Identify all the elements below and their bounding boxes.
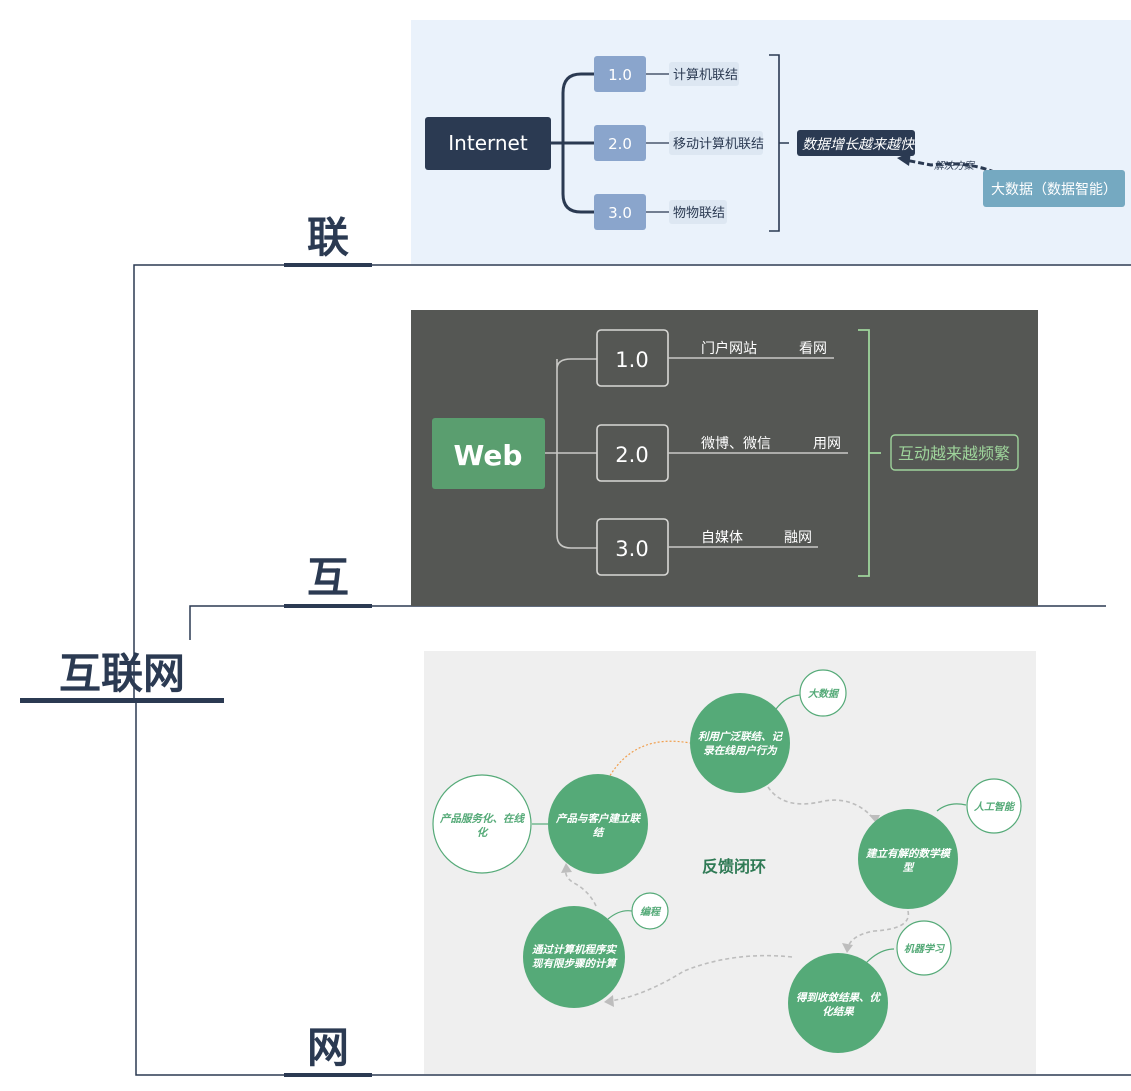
tag-ai [966, 778, 1022, 834]
loop-node-model-line2: 型 [903, 862, 915, 874]
internet-center-label: Internet [448, 131, 528, 155]
loop-node-record-line1: 利用广泛联结、记 [698, 730, 783, 743]
solution-text: 大数据（数据智能） [991, 182, 1117, 198]
web-connectors [545, 358, 597, 549]
internet-version-1: 1.0 [608, 66, 632, 84]
web-panel: Web 1.0 2.0 3.0 门户网站 看网 微博、微信 用网 自媒体 融网 … [411, 310, 1038, 606]
internet-version-2: 2.0 [608, 135, 632, 153]
tag-ml-label: 机器学习 [904, 943, 946, 955]
loop-node-compute-line2: 现有限步骤的计算 [532, 957, 618, 970]
internet-panel: Internet 1.0 2.0 3.0 计算机联结 移动计算机联结 物物联结 … [411, 20, 1131, 264]
web-center-node [432, 418, 545, 489]
web-bracket [858, 329, 881, 577]
tag-coding-label: 编程 [640, 906, 662, 918]
tag-bigdata [799, 669, 847, 717]
web-mode-1: 看网 [799, 341, 827, 357]
internet-desc-1: 计算机联结 [673, 68, 738, 83]
web-version-2: 2.0 [615, 443, 648, 467]
loop-panel: 利用广泛联结、记 录在线用户行为 建立有解的数学模 型 得到收敛结果、优 化结果… [424, 651, 1036, 1074]
solution-arrow [904, 158, 1004, 178]
internet-version-box-1 [594, 56, 646, 92]
branch-line-lian [133, 264, 1131, 700]
loop-node-record [690, 693, 790, 793]
loop-node-model [858, 809, 958, 909]
flow-compute-to-connect [564, 868, 597, 907]
internet-version-box-2 [594, 125, 646, 161]
loop-node-service-line1: 产品服务化、在线 [439, 812, 525, 825]
loop-node-connect [548, 774, 648, 874]
web-center-label: Web [454, 439, 523, 472]
branch-line-hu [189, 605, 1106, 640]
web-desc-2: 微博、微信 [701, 435, 771, 452]
internet-desc-2: 移动计算机联结 [673, 137, 764, 152]
branch-title-hu: 互 [307, 553, 349, 602]
loop-node-result [788, 953, 888, 1053]
loop-node-service-line2: 化 [477, 826, 489, 839]
internet-desc-3: 物物联结 [673, 206, 725, 221]
web-summary-box [890, 434, 1019, 471]
flow-result-to-compute [609, 954, 793, 1002]
solution-box [983, 170, 1125, 207]
solution-label: 解决方案 [934, 160, 976, 172]
tag-ml [896, 920, 952, 976]
branch-title-lian: 联 [307, 213, 349, 262]
loop-node-record-line2: 录在线用户行为 [703, 744, 778, 757]
loop-node-result-line1: 得到收敛结果、优 [796, 991, 881, 1004]
web-mode-2: 用网 [813, 436, 841, 452]
internet-connectors [551, 72, 594, 214]
loop-node-connect-line1: 产品与客户建立联 [555, 812, 641, 825]
wang-underline [284, 1073, 372, 1077]
loop-node-service [432, 774, 532, 874]
root-title: 互联网 [59, 649, 185, 698]
internet-version-3: 3.0 [608, 204, 632, 222]
loop-node-compute [523, 906, 625, 1008]
web-summary: 互动越来越频繁 [898, 444, 1010, 463]
branch-line-wang [135, 703, 1131, 1076]
web-mode-3: 融网 [784, 530, 812, 546]
internet-summary: 数据增长越来越快 [802, 137, 915, 153]
tag-ai-label: 人工智能 [974, 801, 1016, 813]
flow-connect-to-record [607, 740, 691, 780]
flow-model-to-result [847, 910, 910, 948]
loop-node-result-line2: 化结果 [822, 1005, 855, 1018]
internet-bracket [769, 54, 789, 232]
loop-node-compute-line1: 通过计算机程序实 [532, 943, 617, 956]
root-underline [20, 698, 224, 703]
web-desc-1: 门户网站 [701, 340, 757, 357]
lian-underline [284, 263, 372, 267]
web-version-3: 3.0 [615, 537, 648, 561]
hu-underline [284, 604, 372, 608]
web-version-1: 1.0 [615, 348, 648, 372]
loop-node-model-line1: 建立有解的数学模 [865, 847, 952, 860]
internet-center-node [425, 117, 551, 170]
flow-record-to-model [767, 786, 875, 820]
web-desc-3: 自媒体 [701, 530, 743, 546]
loop-center-title: 反馈闭环 [702, 857, 766, 876]
internet-summary-box [797, 130, 915, 156]
tag-bigdata-label: 大数据 [808, 688, 840, 700]
internet-version-box-3 [594, 194, 646, 230]
branch-title-wang: 网 [307, 1023, 349, 1072]
loop-node-connect-line2: 结 [593, 826, 606, 839]
tag-coding [631, 892, 669, 930]
